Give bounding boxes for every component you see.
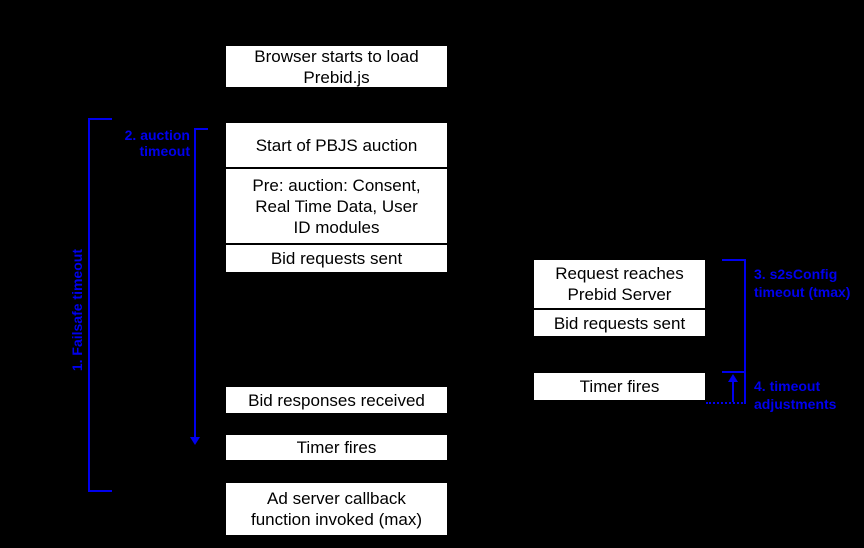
failsafe-timeout-bracket (88, 118, 112, 492)
timeout-adjustment-arrow-shaft (732, 382, 734, 402)
failsafe-timeout-label: 1. Failsafe timeout (69, 248, 85, 372)
bid-requests-sent-box: Bid requests sent (226, 243, 447, 272)
start-auction-box: Start of PBJS auction (255, 135, 418, 155)
s2s-config-timeout-bracket (722, 259, 746, 373)
auction-timeout-label: 2. auction timeout (124, 127, 190, 159)
auction-steps-stack: Start of PBJS auction Pre: auction: Cons… (226, 123, 447, 272)
timeout-adjustment-arrowhead-icon (728, 374, 738, 382)
ad-server-callback-box: Ad server callback function invoked (max… (226, 483, 447, 535)
server-timer-fires-box: Timer fires (534, 373, 705, 400)
bid-responses-received-box: Bid responses received (226, 387, 447, 413)
auction-timeout-arrowhead-icon (190, 437, 200, 445)
timeout-adjustments-label: 4. timeout adjustments (754, 378, 837, 412)
server-bid-requests-sent-box: Bid requests sent (534, 308, 705, 336)
s2s-config-timeout-label: 3. s2sConfig timeout (tmax) (754, 266, 851, 300)
browser-load-box: Browser starts to load Prebid.js (226, 46, 447, 87)
request-reaches-server-box: Request reaches Prebid Server (555, 264, 684, 304)
pre-auction-modules-box: Pre: auction: Consent, Real Time Data, U… (226, 167, 447, 243)
auction-timeout-bracket (194, 128, 208, 438)
prebid-server-stack: Request reaches Prebid Server Bid reques… (534, 260, 705, 336)
client-timer-fires-box: Timer fires (226, 435, 447, 460)
timeout-adjustment-dotted-line (706, 402, 746, 404)
s2s-bracket-extension-line (744, 373, 746, 404)
